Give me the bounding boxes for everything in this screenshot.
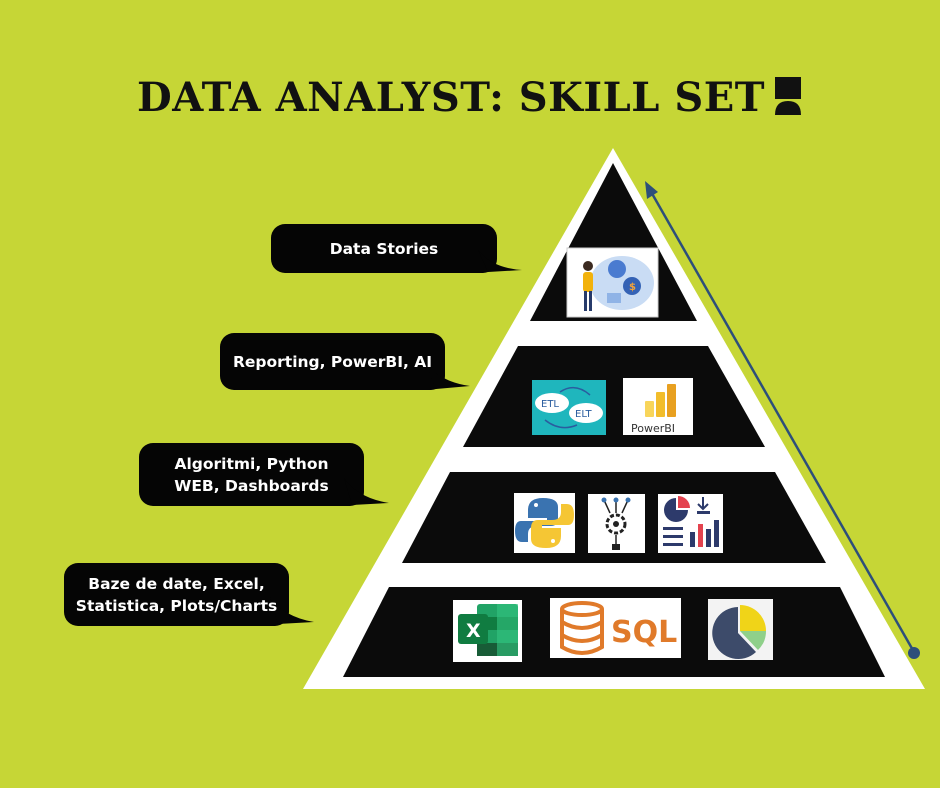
growth-arrow [645, 181, 920, 659]
elt-label: ELT [575, 409, 593, 420]
sql-database-icon: SQL [550, 598, 681, 658]
person-bust-icon [773, 75, 803, 125]
tier-label-reporting: Reporting, PowerBI, AI [232, 352, 433, 371]
bubble-shape-3 [139, 443, 389, 506]
dashboard-icon [658, 494, 723, 553]
data-storytelling-illustration: $ [566, 247, 659, 318]
python-icon [514, 493, 575, 553]
bubble-shape-1 [271, 224, 522, 273]
excel-label: X [466, 620, 481, 642]
title-text: DATA ANALYST: SKILL SET [137, 74, 765, 121]
etl-label: ETL [541, 399, 559, 410]
bubble-shape-2 [220, 333, 470, 390]
pie-chart-icon [708, 599, 773, 660]
algorithm-gear-icon [588, 494, 645, 553]
tier-label-databases: Baze de date, Excel, Statistica, Plots/C… [75, 574, 278, 615]
etl-elt-icon: ETL ELT [532, 380, 606, 435]
tier-label-algorithms: Algoritmi, Python WEB, Dashboards [174, 454, 329, 495]
powerbi-icon: PowerBI [623, 378, 693, 435]
tier-label-data-stories: Data Stories [329, 239, 439, 258]
sql-label: SQL [611, 615, 677, 650]
page-title: DATA ANALYST: SKILL SET [0, 74, 940, 125]
svg-text:$: $ [629, 282, 636, 293]
excel-icon: X [453, 600, 522, 662]
powerbi-label: PowerBI [631, 422, 675, 435]
bubble-shape-4 [64, 563, 314, 626]
